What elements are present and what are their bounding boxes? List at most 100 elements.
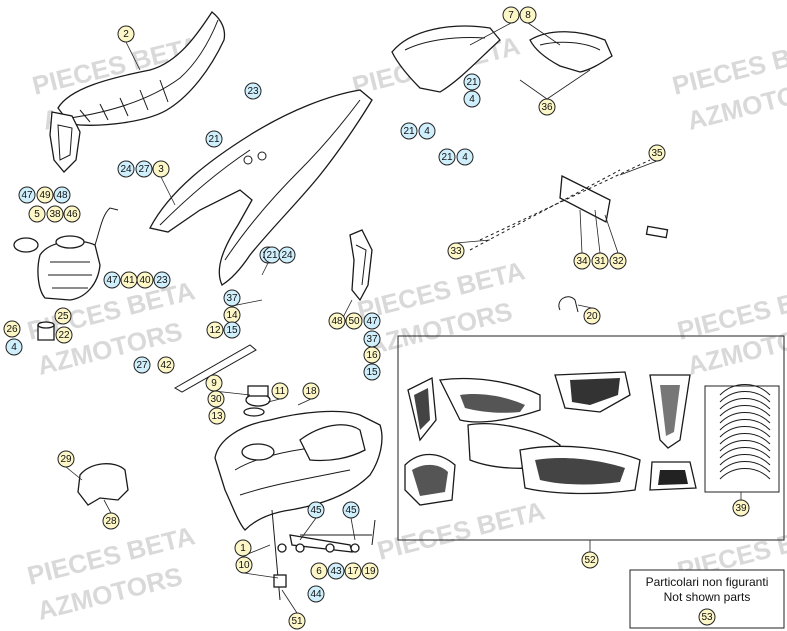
callout-label: 37 [366,334,378,345]
fuel-tank [214,385,383,536]
callout-label: 21 [266,250,278,261]
callout-label: 10 [238,560,250,571]
callout-label: 19 [364,566,376,577]
callout-circle [102,512,120,530]
callout-circle [244,82,262,100]
callout-46: 46 [63,205,81,223]
callout-label: 24 [281,250,293,261]
callout-49: 49 [36,186,54,204]
callout-24: 24 [278,246,296,264]
callout-bubbles: 2782321214362142142135242734749485384621… [3,6,750,630]
callout-39: 39 [732,499,750,517]
callout-circle [152,160,170,178]
callout-label: 27 [136,360,148,371]
airbox-assembly [13,207,119,341]
leader-line [231,299,263,307]
callout-circle [135,160,153,178]
leader-line [243,572,279,579]
callout-circle [271,382,289,400]
rim-stripes [719,383,771,480]
callout-circle [447,242,465,260]
callout-label: 53 [701,612,713,623]
callout-42: 42 [157,356,175,374]
callout-circle [438,148,456,166]
decal-kit-box [397,335,785,541]
callout-circle [361,562,379,580]
callout-23: 23 [244,82,262,100]
callout-circle [103,271,121,289]
callout-label: 41 [123,275,135,286]
callout-label: 27 [138,164,150,175]
callout-label: 21 [403,126,415,137]
callout-circle [117,160,135,178]
radiator-shroud [349,229,373,302]
callout-26: 26 [3,320,21,338]
callout-label: 24 [120,164,132,175]
callout-label: 35 [651,148,663,159]
callout-4: 4 [5,338,23,356]
callout-label: 15 [226,325,238,336]
callout-25: 25 [54,307,72,325]
callout-label: 23 [247,86,259,97]
callout-label: 23 [156,275,168,286]
leader-line [546,69,591,100]
callout-circle [206,321,224,339]
callout-51: 51 [288,612,306,630]
callout-circle [3,320,21,338]
callout-53: 53 [698,608,716,626]
callout-4: 4 [456,148,474,166]
seat-part [57,11,226,126]
callout-3: 3 [152,160,170,178]
fuel-hose [173,344,257,393]
callout-circle [502,6,520,24]
callout-circle [345,312,363,330]
callout-label: 13 [211,411,223,422]
callout-circle [591,252,609,270]
callout-label: 4 [462,152,468,163]
callout-14: 14 [223,306,241,324]
callout-circle [57,450,75,468]
callout-circle [55,326,73,344]
callout-label: 20 [586,311,598,322]
callout-label: 15 [366,367,378,378]
callout-50: 50 [345,312,363,330]
side-panel-left [49,111,81,173]
callout-label: 11 [275,386,286,397]
callout-12: 12 [206,321,224,339]
callout-label: 1 [240,543,246,554]
callout-circle [363,312,381,330]
callout-circle [153,271,171,289]
callout-label: 2 [123,29,129,40]
callout-21: 21 [205,130,223,148]
callout-label: 33 [450,246,462,257]
note-line-1: Particolari non figuranti [646,575,769,589]
callout-label: 39 [735,503,747,514]
callout-21: 21 [438,148,456,166]
hook-clip [558,296,579,313]
callout-label: 5 [34,209,40,220]
callout-label: 12 [209,325,221,336]
callout-circle [344,562,362,580]
callout-circle [208,407,226,425]
callout-circle [519,6,537,24]
callout-31: 31 [591,252,609,270]
callout-label: 45 [345,505,357,516]
callout-11: 11 [271,382,289,400]
callout-circle [327,562,345,580]
callout-label: 4 [11,342,17,353]
fuel-connector [289,519,376,553]
callout-48: 48 [328,312,346,330]
callout-21: 21 [463,73,481,91]
callout-label: 7 [508,10,514,21]
leader-line [455,239,491,244]
callout-circle [538,98,556,116]
callout-1: 1 [234,539,252,557]
callout-circle [609,252,627,270]
callout-18: 18 [302,382,320,400]
callout-circle [234,539,252,557]
callout-6: 6 [310,562,328,580]
front-fender-top [391,25,613,93]
callout-circle [342,501,360,519]
callout-47: 47 [103,271,121,289]
callout-label: 9 [211,378,217,389]
